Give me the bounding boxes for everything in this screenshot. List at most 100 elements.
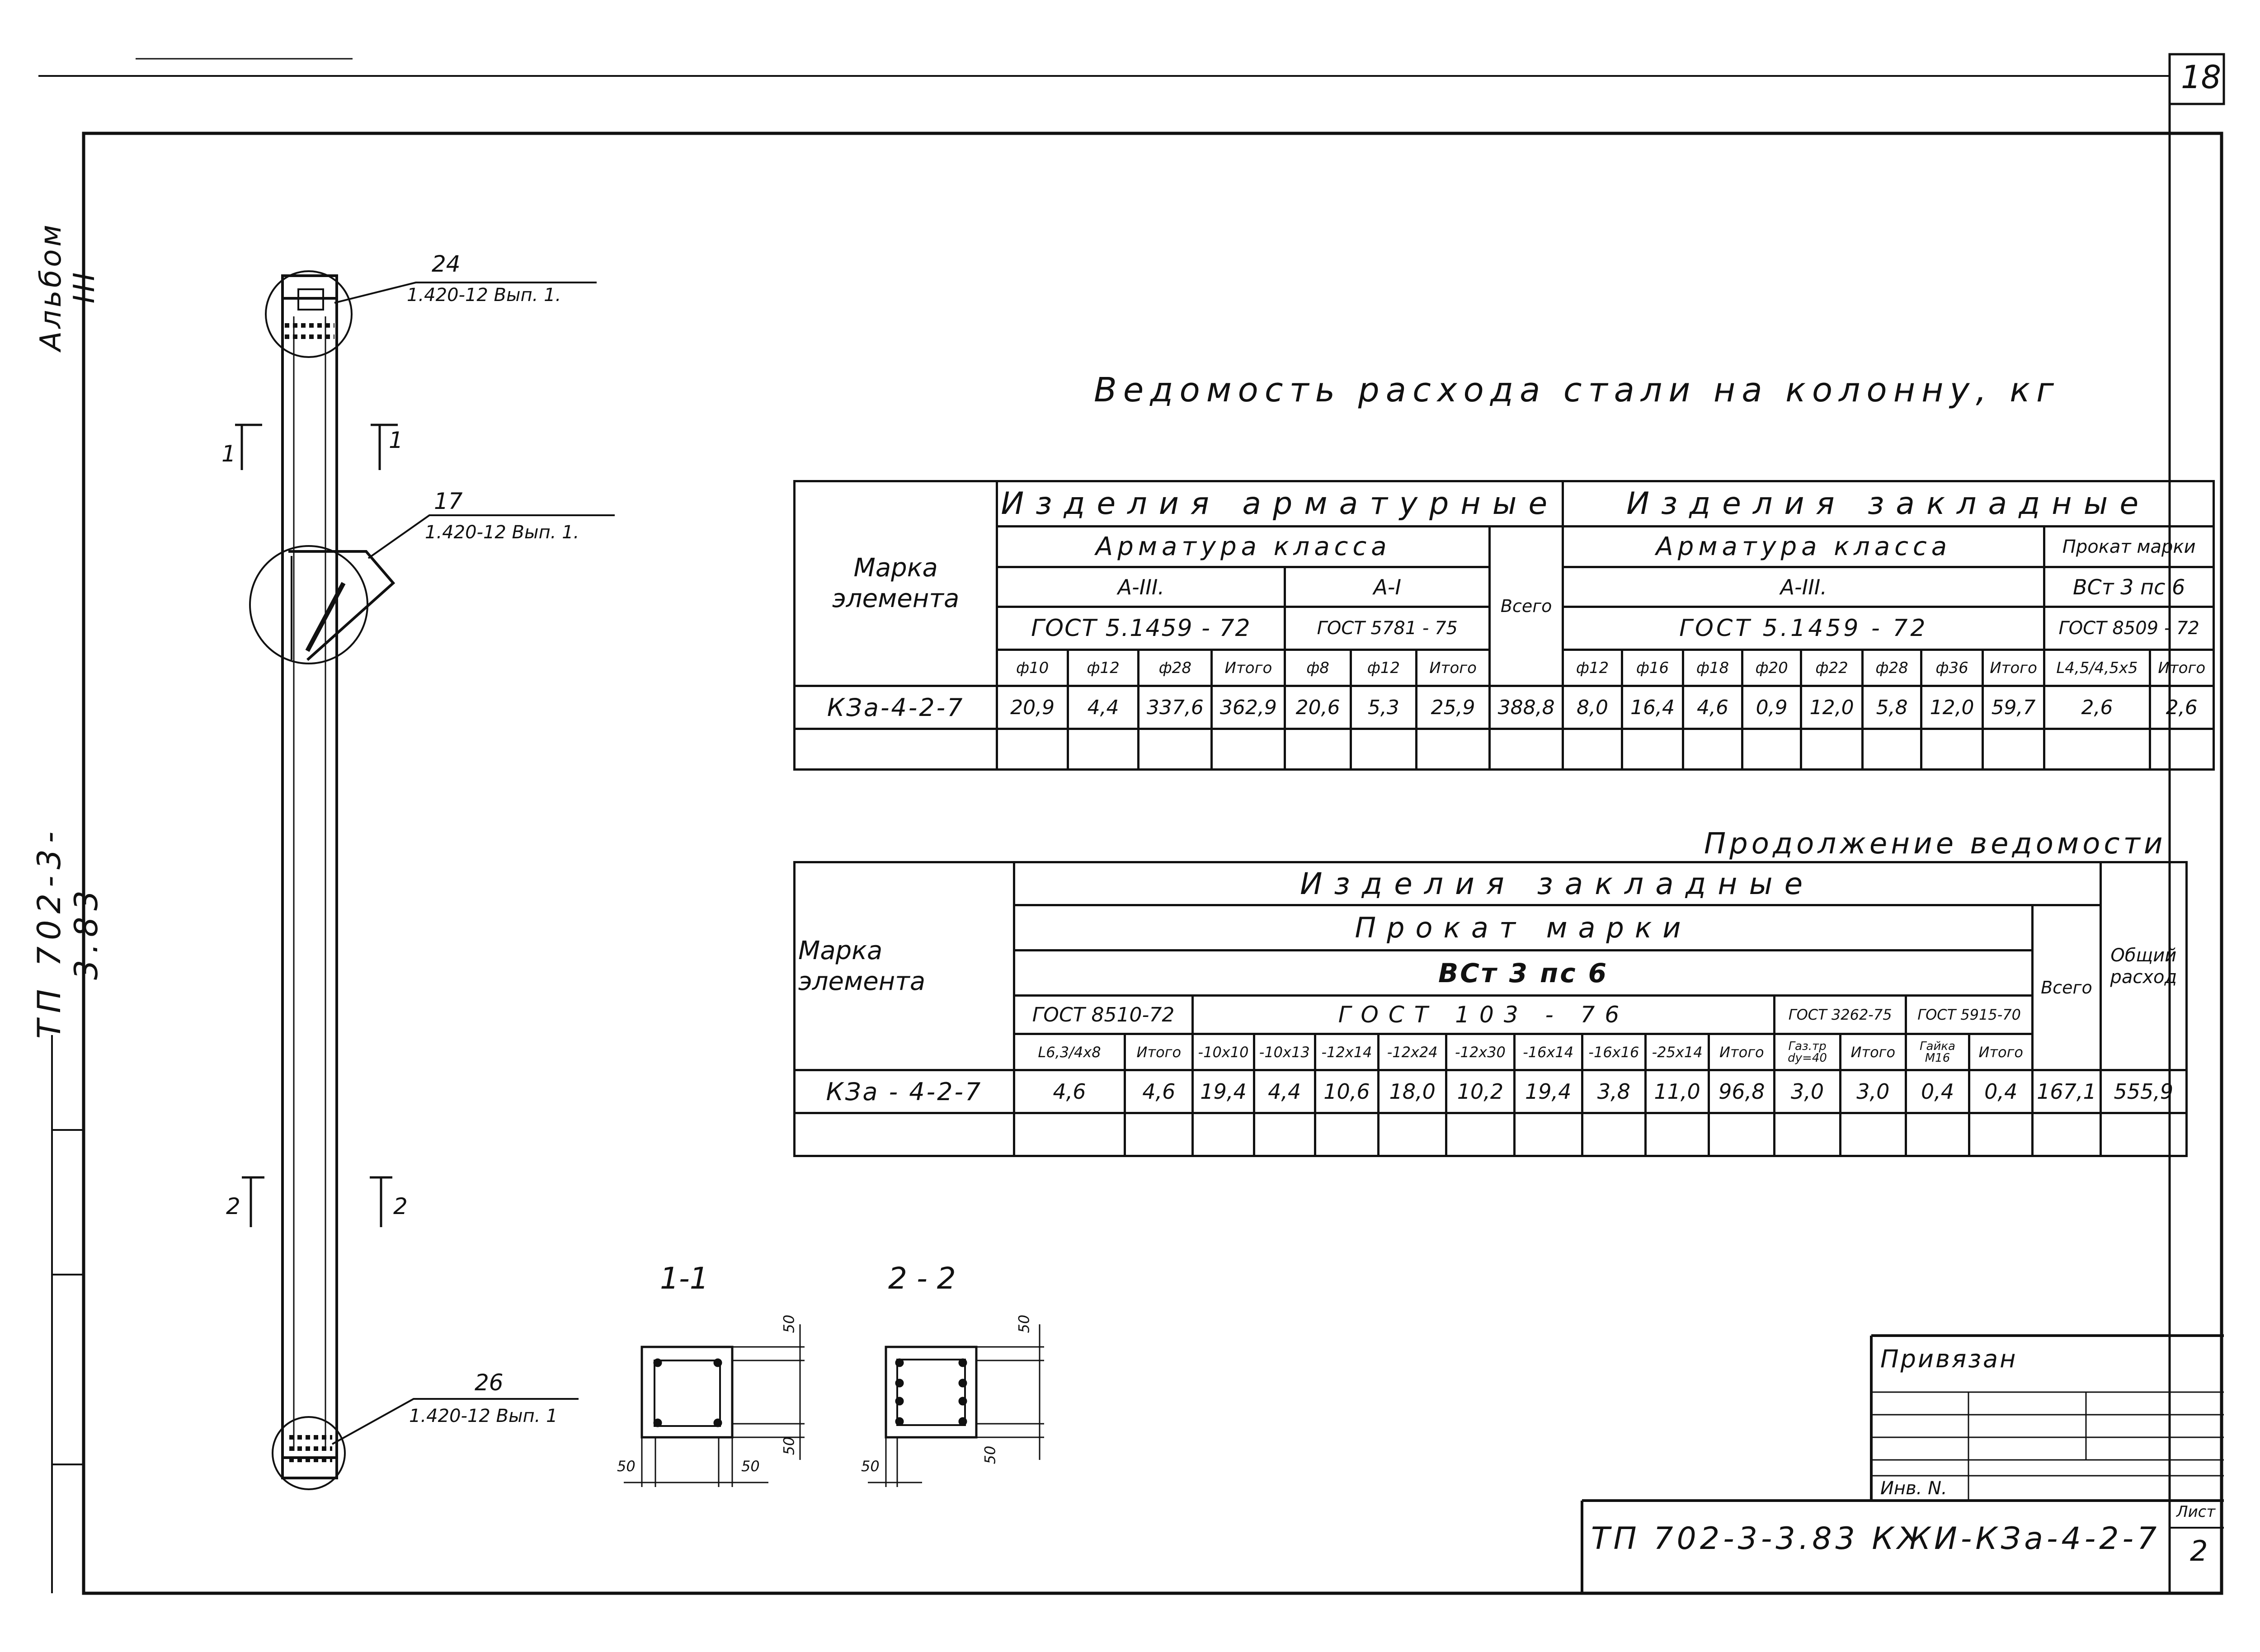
vsego-header: Всего bbox=[1488, 525, 1564, 687]
col-header: ф28 bbox=[1137, 649, 1213, 687]
section-1-1-title: 1-1 bbox=[660, 1261, 709, 1296]
inv-label: Инв. N. bbox=[1880, 1478, 1947, 1499]
table1-title: Ведомость расхода стали на колонну, кг bbox=[1094, 371, 2060, 409]
col-header: ф12 bbox=[1562, 649, 1623, 687]
col-header: -10x13 bbox=[1252, 1033, 1316, 1071]
table-cell: 4,4 bbox=[1252, 1069, 1316, 1114]
col-header: -12x30 bbox=[1445, 1033, 1516, 1071]
col-header: ф16 bbox=[1620, 649, 1685, 687]
list-number: 2 bbox=[2190, 1534, 2208, 1567]
col-header: ф18 bbox=[1682, 649, 1743, 687]
dim-label: 50 bbox=[741, 1458, 760, 1475]
table-cell: 19,4 bbox=[1513, 1069, 1583, 1114]
privyazan-label: Привязан bbox=[1880, 1345, 2018, 1373]
section-1-1 bbox=[624, 1324, 805, 1487]
emb-products-header: Изделия закладные bbox=[1562, 480, 2215, 527]
table-cell: 10,6 bbox=[1314, 1069, 1380, 1114]
gost3-header: ГОСТ 5.1459 - 72 bbox=[1562, 606, 2046, 651]
col-header: -12x24 bbox=[1377, 1033, 1448, 1071]
col-header: ф12 bbox=[1066, 649, 1140, 687]
col-header: Итого bbox=[1415, 649, 1491, 687]
table-cell: 4,6 bbox=[1124, 1069, 1194, 1114]
table-cell: КЗа-4-2-7 bbox=[793, 685, 998, 730]
col-header: Итого bbox=[2148, 649, 2215, 687]
sheet-number: 18 bbox=[2181, 59, 2222, 96]
section-mark-2-left: 2 bbox=[226, 1193, 240, 1219]
table-cell: 5,8 bbox=[1861, 685, 1923, 730]
table-cell: 4,6 bbox=[1682, 685, 1743, 730]
col-header: Итого bbox=[1210, 649, 1286, 687]
col-header: Итого bbox=[1708, 1033, 1776, 1071]
table-cell: 8,0 bbox=[1562, 685, 1623, 730]
list-label: Лист bbox=[2176, 1503, 2216, 1521]
col-header: L4,5/4,5x5 bbox=[2043, 649, 2151, 687]
total-header: Общий расход bbox=[2099, 861, 2188, 1071]
table-cell: 362,9 bbox=[1210, 685, 1286, 730]
album-label: Альбом III bbox=[34, 222, 101, 351]
callout-24-num: 24 bbox=[432, 251, 461, 277]
gost-a-header: ГОСТ 8510-72 bbox=[1012, 994, 1194, 1035]
table-cell: 4,4 bbox=[1066, 685, 1140, 730]
dim-label: 50 bbox=[981, 1445, 999, 1464]
table-cell: 5,3 bbox=[1349, 685, 1418, 730]
col-header: Итого bbox=[1981, 649, 2046, 687]
steel-consumption-table: Марка элемента Изделия арматурные Издели… bbox=[793, 480, 2215, 771]
table-cell: 0,4 bbox=[1968, 1069, 2034, 1114]
col-header: Гайка М16 bbox=[1904, 1033, 1971, 1071]
a3-header: А-III. bbox=[996, 566, 1286, 608]
table-cell: 18,0 bbox=[1377, 1069, 1448, 1114]
table-cell: 337,6 bbox=[1137, 685, 1213, 730]
table-cell: 25,9 bbox=[1415, 685, 1491, 730]
table2-title: Продолжение ведомости bbox=[1704, 827, 2166, 861]
prokat-header: Прокат марки bbox=[2043, 525, 2215, 568]
gost-b-header: ГОСТ 103 - 76 bbox=[1191, 994, 1776, 1035]
table-cell: КЗа - 4-2-7 bbox=[793, 1069, 1015, 1114]
vst-header: ВСт 3 пс 6 bbox=[2043, 566, 2215, 608]
table-cell: 0,4 bbox=[1904, 1069, 1971, 1114]
callout-26-num: 26 bbox=[475, 1370, 504, 1396]
steel-consumption-continued-table: Марка элемента Изделия закладные Общий р… bbox=[793, 861, 2188, 1157]
section-2-2-title: 2 - 2 bbox=[888, 1261, 956, 1296]
vst-header: ВСт 3 пс 6 bbox=[1012, 949, 2034, 997]
table-cell: 11,0 bbox=[1644, 1069, 1710, 1114]
gost-d-header: ГОСТ 5915-70 bbox=[1904, 994, 2034, 1035]
dim-label: 50 bbox=[617, 1458, 636, 1475]
vsego-header: Всего bbox=[2031, 904, 2102, 1071]
col-header: -10x10 bbox=[1191, 1033, 1255, 1071]
callout-17-ref: 1.420-12 Вып. 1. bbox=[425, 522, 579, 543]
table-cell: 3,0 bbox=[1839, 1069, 1907, 1114]
table-cell: 2,6 bbox=[2043, 685, 2151, 730]
gost4-header: ГОСТ 8509 - 72 bbox=[2043, 606, 2215, 651]
title-block bbox=[1581, 1334, 2224, 1593]
callout-17-num: 17 bbox=[434, 488, 463, 514]
col-header: ф10 bbox=[996, 649, 1069, 687]
table-cell: 3,8 bbox=[1581, 1069, 1647, 1114]
col-header: ф8 bbox=[1284, 649, 1352, 687]
callout-26-ref: 1.420-12 Вып. 1 bbox=[409, 1406, 558, 1426]
callout-24-ref: 1.420-12 Вып. 1. bbox=[407, 285, 561, 306]
section-mark-2-right: 2 bbox=[393, 1193, 408, 1219]
col-header: -16x14 bbox=[1513, 1033, 1583, 1071]
col-header: Итого bbox=[1124, 1033, 1194, 1071]
col-header: -25x14 bbox=[1644, 1033, 1710, 1071]
col-header: ф28 bbox=[1861, 649, 1923, 687]
col-header: L6,3/4x8 bbox=[1012, 1033, 1126, 1071]
gost-c-header: ГОСТ 3262-75 bbox=[1773, 994, 1907, 1035]
a1-header: А-I bbox=[1284, 566, 1491, 608]
table-cell: 4,6 bbox=[1012, 1069, 1126, 1114]
table-cell: 96,8 bbox=[1708, 1069, 1776, 1114]
table-cell: 20,6 bbox=[1284, 685, 1352, 730]
dim-label: 50 bbox=[780, 1314, 798, 1333]
dim-label: 50 bbox=[780, 1436, 798, 1455]
section-2-2 bbox=[868, 1324, 1044, 1487]
col-header: ф36 bbox=[1920, 649, 1984, 687]
arm-class2-header: Арматура класса bbox=[1562, 525, 2046, 568]
prokat-header: Прокат марки bbox=[1012, 904, 2034, 951]
col-header: ф12 bbox=[1349, 649, 1418, 687]
table-cell: 16,4 bbox=[1620, 685, 1685, 730]
table-cell: 59,7 bbox=[1981, 685, 2046, 730]
mark-header: Марка элемента bbox=[793, 480, 998, 687]
col-header: ф22 bbox=[1800, 649, 1864, 687]
table-cell: 0,9 bbox=[1741, 685, 1803, 730]
